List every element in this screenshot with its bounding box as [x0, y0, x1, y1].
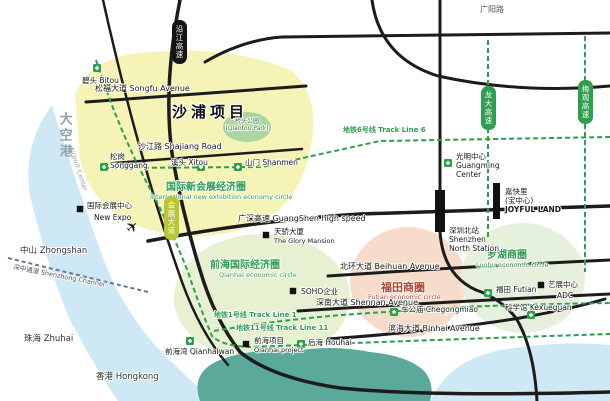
station-marker-chegongmiao	[389, 307, 399, 317]
road-label-binhai: 滨海大道 Binhai Avenue	[388, 324, 480, 333]
airport-center-label-zh: 大空港	[56, 112, 72, 160]
station-marker-bitou	[92, 63, 102, 73]
metro-line-1	[213, 302, 610, 332]
station-label-chegongmiao: 车公庙 Chegongmiao	[401, 305, 478, 314]
metro-lines	[95, 36, 610, 349]
region-label-park: 桥头公园 (Qiaotou Park)	[224, 118, 270, 132]
landmark-marker-soho	[289, 287, 297, 295]
station-marker-kexueguan	[526, 310, 536, 320]
metro-label-line11: 地铁11号线 Track Line 11	[236, 324, 329, 332]
park-name-en: (Qiaotou Park)	[225, 125, 269, 133]
landmark-label-joyful-land: 嘉快里 (宝中心) JOYFUL LAND	[505, 187, 561, 214]
place-label-zhuhai: 珠海 Zhuhai	[24, 334, 74, 344]
road-label-songfu: 松福大道 Songfu Avenue	[95, 84, 190, 93]
landmark-label-adc-en: ADC	[557, 291, 574, 300]
region-label-futian-en: Futian economic circle	[368, 293, 441, 301]
expressway-tag-yanjiang: 沿江高速	[172, 20, 187, 64]
road-shajiang	[112, 147, 304, 165]
road-label-beihuan: 北环大道 Beihuan Avenue	[340, 262, 440, 271]
landmark-label-new-expo-en: New Expo	[94, 213, 132, 222]
road-coastal-expressway	[167, 0, 610, 396]
road-songfu-avenue	[84, 84, 308, 104]
station-marker-songgang	[99, 162, 109, 172]
region-label-luohu-en: Luohu economic circle	[476, 261, 549, 269]
station-label-qianhaiwan: 前海湾 Qianhaiwan	[165, 347, 235, 356]
landmark-marker-adc	[537, 281, 545, 289]
landmark-label-qianhai-project-en: Qianhai project	[254, 346, 304, 354]
zone-luohu	[461, 223, 585, 333]
station-marker-futian	[483, 288, 493, 298]
landmark-label-soho: SOHO企业	[301, 287, 339, 296]
station-label-guangming: 光明中心 Guangming Center	[456, 152, 506, 179]
station-label-bitou: 碧头 Bitou	[82, 76, 119, 85]
landmark-label-adc-zh: 艺展中心	[548, 280, 578, 289]
station-label-shenzhen-north: 深圳北站 Shenzhen North Station	[449, 226, 504, 253]
station-label-futian: 福田 Futian	[496, 285, 537, 294]
szn-en: Shenzhen North Station	[449, 235, 500, 253]
station-bar-joyful-land	[493, 183, 500, 219]
expressway-tag-longda: 龙大高速	[481, 86, 496, 130]
road-label-guangshen: 广深高速 GuangShen high speed	[238, 214, 366, 223]
landmark-marker-qianhai-project	[242, 340, 250, 348]
road-shennan-avenue	[296, 292, 610, 313]
landmark-marker-glory-mansion	[262, 231, 270, 239]
road-shenzhong-channel	[7, 257, 149, 293]
station-label-houhai: 后海 Houhai	[308, 338, 352, 347]
landmark-label-new-expo-zh: 国际会展中心	[87, 201, 132, 210]
region-label-expo-en: International new exhibition economy cir…	[150, 193, 293, 201]
road-guangyang	[203, 31, 610, 64]
region-label-futian-zh: 福田商圈	[381, 281, 425, 294]
road-northeast-curve	[370, 0, 610, 90]
landmark-label-qianhai-project-zh: 前海项目	[254, 336, 284, 345]
region-label-shapu: 沙浦项目	[172, 103, 249, 121]
station-label-kexueguan: 科学馆 Kexueguan	[505, 303, 572, 312]
region-label-expo-zh: 国际新会展经济圈	[166, 182, 246, 193]
metro-label-line1: 地铁1号线 Track Line 1	[214, 311, 297, 319]
joyful-line2: (宝中心)	[505, 196, 534, 205]
zone-shapu-yellow	[75, 50, 314, 237]
station-label-shanmen: 山门 Shanmen	[245, 158, 298, 167]
station-marker-qianhaiwan	[185, 336, 195, 346]
metro-line-6	[103, 136, 610, 169]
road-binhai-avenue	[326, 297, 607, 341]
road-west-diagonal	[101, 0, 230, 367]
region-label-qianhai-zh: 前海国际经济圈	[210, 260, 280, 271]
road-beihuan-avenue	[326, 258, 610, 278]
station-label-xitou: 溪头 Xitou	[171, 158, 208, 167]
szn-zh: 深圳北站	[449, 226, 479, 235]
station-bar-shenzhen-north	[435, 190, 445, 232]
expressway-tag-huizhan: 会展大道	[164, 196, 179, 240]
road-label-shajiang: 沙江路 Shajiang Road	[138, 142, 222, 151]
park-name-zh: 桥头公园	[234, 118, 259, 125]
region-label-luohu-zh: 罗湖商圈	[487, 250, 527, 261]
songgang-zh: 松岗	[110, 152, 125, 161]
guangming-zh: 光明中心	[456, 152, 486, 161]
west-bay-water	[28, 105, 215, 401]
road-label-guangyang: 广阳路	[480, 5, 504, 14]
place-label-zhongshan: 中山 Zhongshan	[20, 246, 88, 256]
rail-to-futian	[438, 230, 539, 401]
zone-park-green	[223, 112, 271, 142]
region-label-qianhai-en: Qianhai economic circle	[219, 271, 297, 279]
guangming-en: Guangming Center	[456, 161, 500, 179]
songgang-en: Songgang	[110, 161, 148, 170]
southeast-bay-water	[430, 343, 610, 401]
landmark-label-glory-zh: 天骄大厦	[274, 227, 304, 236]
water-areas	[28, 105, 610, 401]
joyful-line3: JOYFUL LAND	[505, 205, 562, 214]
landmark-label-glory-en: The Glory Mansion	[274, 237, 335, 245]
station-marker-shanmen	[233, 162, 243, 172]
roads	[84, 0, 610, 401]
station-marker-guangming	[443, 158, 453, 168]
landmark-marker-new-expo	[76, 205, 84, 213]
road-label-shennan: 深南大道 Shennan Avenue	[316, 298, 418, 307]
place-label-hongkong: 香港 Hongkong	[96, 372, 159, 382]
expressway-tag-meiguan: 梅观高速	[578, 80, 593, 124]
metro-label-line6: 地铁6号线 Track Line 6	[343, 126, 426, 134]
joyful-line1: 嘉快里	[505, 187, 528, 196]
station-label-songgang: 松岗 Songgang	[110, 152, 148, 170]
